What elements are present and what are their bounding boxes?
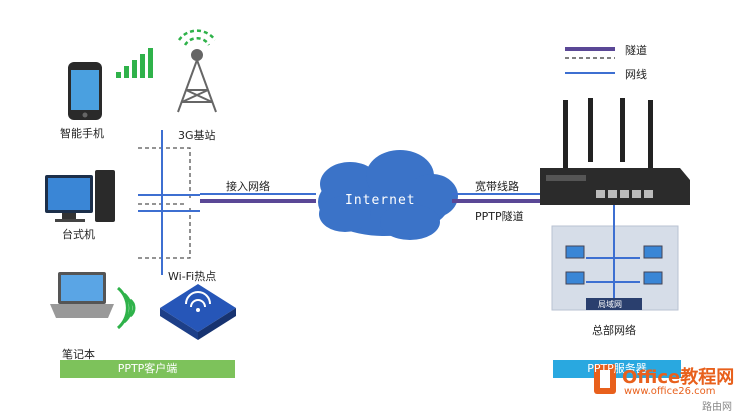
pptp-server-bar: PPTP服务器 [587,362,647,375]
laptop-icon [50,272,114,318]
phone-label: 智能手机 [60,127,104,140]
client-tunnel-dashes [138,147,191,259]
smartphone-icon [68,62,102,120]
legend-tunnel-label: 隧道 [625,44,647,57]
wifi-hotspot-icon [160,284,236,340]
signal-bars-icon [116,48,153,78]
hq-network-label: 总部网络 [592,324,636,337]
client-bar-bg [60,360,235,378]
desktop-label: 台式机 [62,228,95,241]
internet-cloud [318,150,458,240]
desktop-computer-icon [45,170,115,222]
laptop-label: 笔记本 [62,348,95,361]
lan-label: 局域网 [598,300,622,309]
pptp-client-bar: PPTP客户端 [117,362,178,375]
broadband-label: 宽带线路 [475,180,519,193]
wifi-label: Wi-Fi热点 [168,270,217,283]
cell-tower-icon [177,29,217,113]
pptp-tunnel-label: PPTP隧道 [475,210,524,223]
tower-label: 3G基站 [178,129,216,142]
watermark-url: www.office26.com [624,386,716,397]
office-logo-icon [594,364,616,394]
server-bar-bg [553,360,681,378]
internet-label: Internet [345,193,416,208]
access-network-label: 接入网络 [226,180,270,193]
wifi-waves-icon [116,286,136,330]
legend-wire-label: 网线 [625,68,647,81]
watermark-corner: 路由网 [702,402,732,413]
vpn-router-icon [540,98,690,205]
client-wires [138,130,200,275]
watermark-brand: Office教程网 [622,367,735,388]
lan-box [551,205,679,311]
